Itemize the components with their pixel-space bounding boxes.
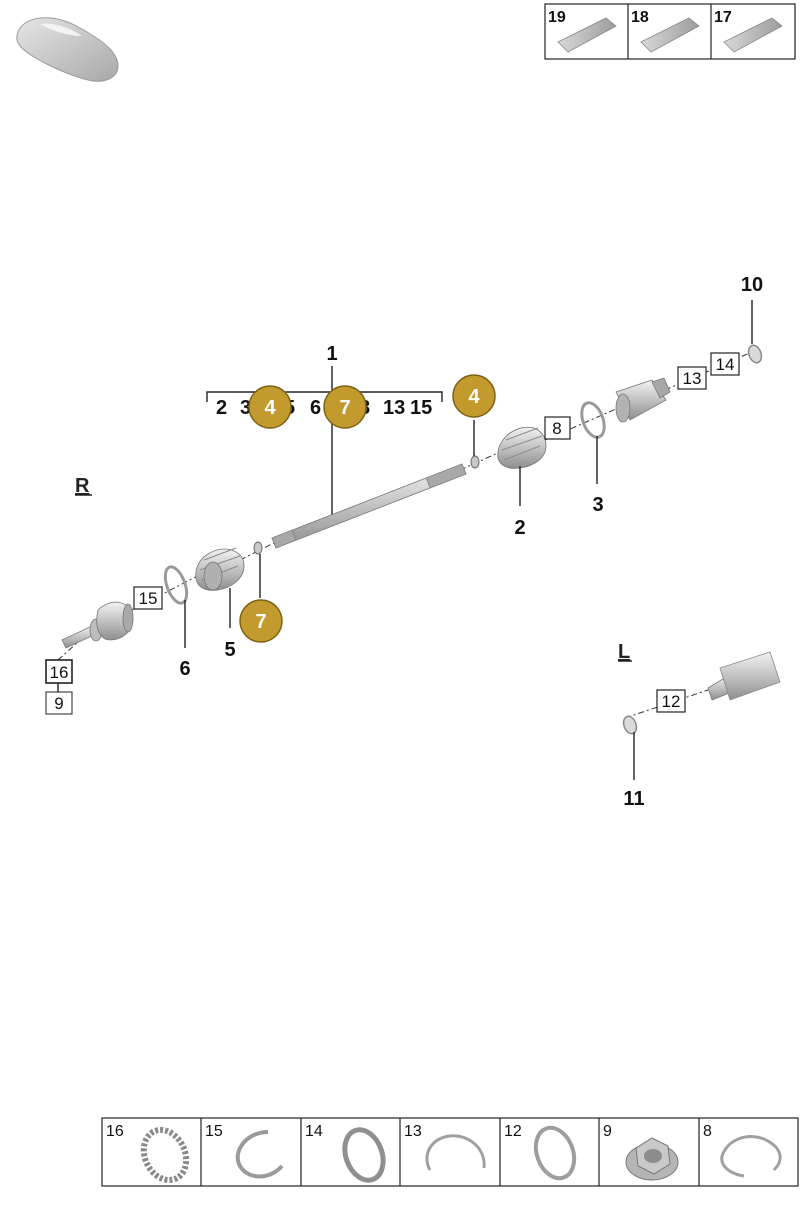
- boxed-callout-9[interactable]: 9: [45, 691, 73, 715]
- circlip-icon: [720, 1135, 782, 1178]
- assembly-item: 3: [240, 397, 251, 419]
- left-side-shaft[interactable]: [707, 651, 781, 701]
- strip-cell-label: 9: [603, 1123, 612, 1140]
- badge-label: 7: [255, 611, 266, 633]
- tool-badge-7[interactable]: 7: [323, 385, 367, 429]
- boxed-callout-15[interactable]: 15: [133, 586, 163, 610]
- outer-cv-joint[interactable]: [61, 601, 134, 649]
- lubricant-cell-19[interactable]: 19: [548, 9, 617, 53]
- boxed-callout-label: 14: [716, 355, 735, 374]
- ring-icon: [533, 1125, 577, 1181]
- boxed-callout-label: 15: [139, 589, 158, 608]
- lubricant-label: 19: [548, 9, 566, 26]
- lubricant-tube-icon: [723, 17, 783, 53]
- assembly-number: 1: [326, 343, 337, 365]
- strip-cell-9[interactable]: 9: [603, 1123, 679, 1181]
- circlip-icon: [425, 1134, 486, 1171]
- tool-badge-4[interactable]: 4: [452, 374, 496, 418]
- callout-2: 2: [514, 517, 525, 539]
- drive-shaft[interactable]: [271, 463, 467, 549]
- assembly-item: 6: [310, 397, 321, 419]
- lubricant-tube-icon: [640, 17, 700, 53]
- toothed-washer-icon: [140, 1126, 190, 1184]
- axle-boot[interactable]: [195, 547, 245, 591]
- boxed-callout-label: 8: [552, 419, 561, 438]
- assembly-item: 2: [216, 397, 227, 419]
- callout-5: 5: [224, 639, 235, 661]
- o-ring-icon: [342, 1127, 386, 1183]
- strip-cell-label: 14: [305, 1123, 323, 1140]
- boxed-callout-label: 16: [50, 663, 69, 682]
- lubricant-cell-18[interactable]: 18: [631, 9, 700, 53]
- strip-cell-16[interactable]: 16: [106, 1123, 194, 1187]
- strip-cell-label: 13: [404, 1123, 422, 1140]
- vehicle-thumbnail-icon: [16, 17, 119, 82]
- side-label-left: L: [618, 641, 630, 663]
- strip-cell-8[interactable]: 8: [703, 1123, 782, 1178]
- hex-nut-icon: [625, 1137, 679, 1181]
- callout-6: 6: [179, 658, 190, 680]
- snap-ring-icon: [235, 1130, 284, 1179]
- tool-badge-7[interactable]: 7: [239, 599, 283, 643]
- badge-label: 4: [264, 397, 276, 419]
- lubricant-cell-17[interactable]: 17: [714, 9, 783, 53]
- boxed-callout-12[interactable]: 12: [656, 689, 686, 713]
- callout-3: 3: [592, 494, 603, 516]
- inner-cv-joint[interactable]: [615, 377, 671, 423]
- badge-label: 7: [339, 397, 350, 419]
- assembly-item: 15: [410, 397, 432, 419]
- boxed-callout-label: 13: [683, 369, 702, 388]
- strip-cell-label: 16: [106, 1123, 124, 1140]
- boxed-callout-8[interactable]: 8: [544, 416, 571, 440]
- side-label-right: R: [75, 475, 90, 497]
- strip-cell-label: 12: [504, 1123, 522, 1140]
- callout-10: 10: [741, 274, 763, 296]
- small-parts-strip: 16 15 14 13 12 9 8: [101, 1117, 799, 1187]
- snap-ring[interactable]: [746, 343, 763, 364]
- boxed-callout-label: 9: [54, 694, 63, 713]
- strip-cell-label: 8: [703, 1123, 712, 1140]
- boxed-callout-13[interactable]: 13: [677, 366, 707, 390]
- lubricant-tube-icon: [557, 17, 617, 53]
- small-clamp[interactable]: [253, 541, 263, 555]
- badge-label: 4: [468, 386, 480, 408]
- axle-boot[interactable]: [497, 426, 547, 469]
- boxed-callout-label: 12: [662, 692, 681, 711]
- snap-ring[interactable]: [621, 714, 638, 735]
- lubricant-label: 17: [714, 9, 732, 26]
- strip-cell-13[interactable]: 13: [404, 1123, 486, 1171]
- lubricant-strip: 19 18 17: [544, 3, 796, 60]
- strip-cell-label: 15: [205, 1123, 223, 1140]
- leader-lines: [57, 300, 753, 780]
- boxed-callout-14[interactable]: 14: [710, 352, 740, 376]
- strip-cell-14[interactable]: 14: [305, 1123, 390, 1186]
- callout-11: 11: [623, 788, 644, 810]
- clamp-ring[interactable]: [161, 564, 191, 606]
- boxed-callout-16[interactable]: 16: [45, 659, 73, 684]
- lubricant-label: 18: [631, 9, 649, 26]
- small-clamp[interactable]: [470, 455, 480, 469]
- strip-cell-12[interactable]: 12: [504, 1122, 581, 1183]
- strip-cell-15[interactable]: 15: [205, 1123, 284, 1179]
- assembly-item: 13: [383, 397, 405, 419]
- clamp-ring[interactable]: [577, 400, 608, 441]
- tool-badge-4[interactable]: 4: [248, 385, 292, 429]
